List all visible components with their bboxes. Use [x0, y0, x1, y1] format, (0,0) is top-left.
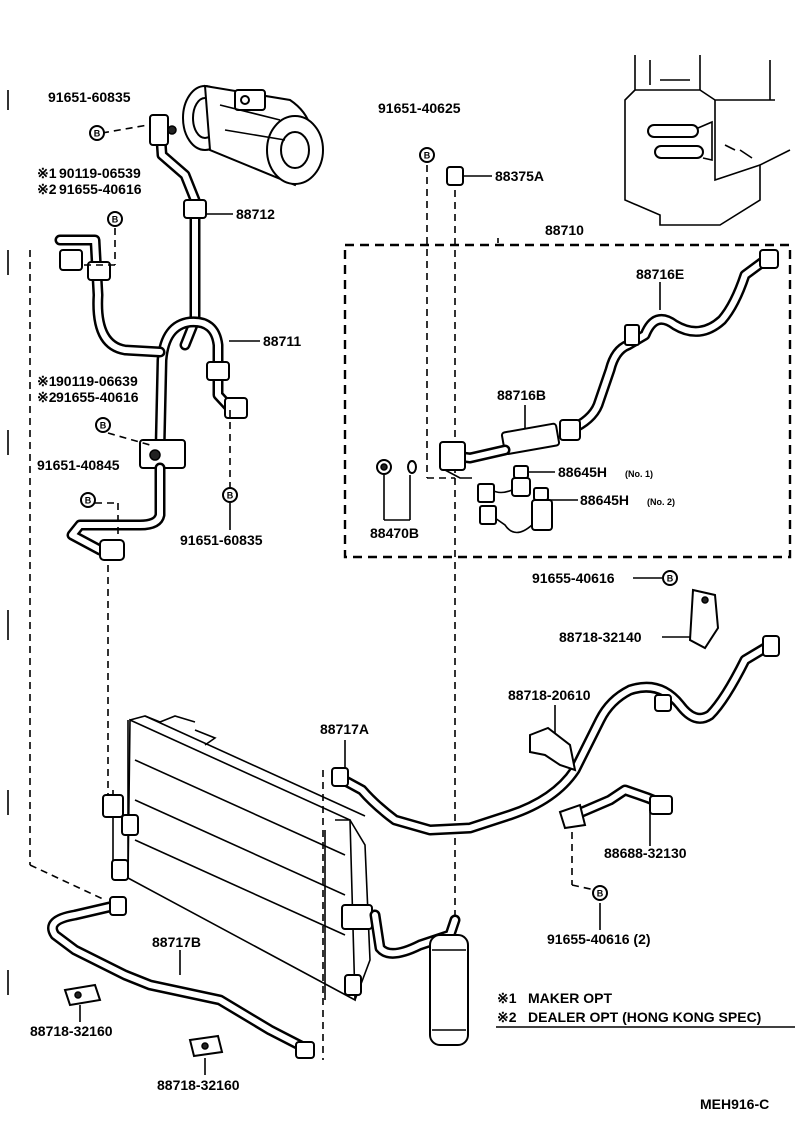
label-88375A: 88375A	[495, 168, 544, 184]
tube-lower-left	[66, 462, 166, 561]
part-88470B	[376, 459, 417, 475]
legend-maker-text: MAKER OPT	[528, 990, 612, 1006]
part-labels: 91651-60835 88712 ※1 90119-06539 ※2 9165…	[30, 89, 687, 1093]
bolt-symbol: B	[95, 417, 111, 433]
label-88645H-no1-note: (No. 1)	[625, 469, 653, 479]
receiver-drier	[369, 909, 469, 1046]
switch-88645H-no2	[479, 487, 553, 534]
label-88688-32130: 88688-32130	[604, 845, 687, 861]
label-88711: 88711	[263, 333, 301, 349]
part-88688-32130	[558, 784, 673, 830]
bracket-88718-20610	[529, 726, 577, 772]
label-88470B: 88470B	[370, 525, 419, 541]
part-88716B	[439, 422, 561, 479]
label-90119-06539: 90119-06539	[59, 165, 141, 181]
label-88718-32160: 88718-32160	[157, 1077, 240, 1093]
tube-88717B	[47, 896, 315, 1059]
condenser	[102, 715, 373, 1002]
bracket-88718-32140	[688, 588, 720, 650]
legend-maker-mark: ※1	[497, 990, 517, 1006]
maker-opt-mark: ※1	[37, 373, 57, 389]
svg-text:B: B	[227, 491, 234, 501]
label-88710: 88710	[545, 222, 584, 238]
maker-opt-mark: ※1	[37, 165, 57, 181]
part-88375A	[446, 166, 464, 186]
legend-dealer-mark: ※2	[497, 1009, 517, 1025]
compressor-fitting	[149, 114, 169, 146]
label-88717B: 88717B	[152, 934, 201, 950]
tube-88717A	[331, 635, 780, 836]
svg-text:B: B	[85, 496, 92, 506]
dealer-opt-mark: ※2	[37, 389, 57, 405]
bolt-symbol: B	[107, 211, 123, 227]
label-91655-40616: 91655-40616	[59, 181, 142, 197]
bolt-symbol: B	[80, 492, 96, 508]
compressor	[182, 84, 324, 187]
bolt-symbol: B	[592, 885, 608, 901]
label-88645H-no2-note: (No. 2)	[647, 497, 675, 507]
clamp-88718-32160-a	[63, 983, 102, 1007]
label-91655-40616: 91655-40616	[56, 389, 139, 405]
hose-88712	[154, 119, 207, 351]
evaporator-unit	[624, 55, 791, 226]
bolt-symbol: B	[222, 487, 238, 503]
label-88718-32160: 88718-32160	[30, 1023, 113, 1039]
leader-lines	[29, 124, 596, 1060]
label-91655-40616-2: 91655-40616 (2)	[547, 931, 651, 947]
option-legend: ※1 MAKER OPT ※2 DEALER OPT (HONG KONG SP…	[496, 990, 795, 1028]
label-88645H-no2: 88645H	[580, 492, 629, 508]
svg-text:B: B	[667, 574, 674, 584]
label-91655-40616: 91655-40616	[532, 570, 615, 586]
figure-code: MEH916-C	[700, 1096, 769, 1112]
svg-text:B: B	[100, 421, 107, 431]
label-91651-40625: 91651-40625	[378, 100, 461, 116]
svg-text:B: B	[597, 889, 604, 899]
label-88716B: 88716B	[497, 387, 546, 403]
svg-text:B: B	[94, 129, 101, 139]
label-88645H-no1: 88645H	[558, 464, 607, 480]
label-90119-06639: 90119-06639	[56, 373, 138, 389]
label-91651-60835: 91651-60835	[180, 532, 263, 548]
svg-text:B: B	[424, 151, 431, 161]
bolt-symbol: B	[89, 125, 105, 141]
fitting-bolt	[167, 125, 177, 135]
legend-dealer-text: DEALER OPT (HONG KONG SPEC)	[528, 1009, 761, 1025]
label-88716E: 88716E	[636, 266, 684, 282]
svg-text:B: B	[112, 215, 119, 225]
label-88717A: 88717A	[320, 721, 369, 737]
bolt-symbol: B	[662, 570, 678, 586]
switch-88645H-no1	[477, 465, 531, 503]
label-88718-32140: 88718-32140	[559, 629, 642, 645]
hose-88711	[54, 234, 248, 469]
assembly-88710-box	[343, 243, 792, 559]
label-88718-20610: 88718-20610	[508, 687, 591, 703]
label-91651-40845: 91651-40845	[37, 457, 120, 473]
label-88712: 88712	[236, 206, 275, 222]
dealer-opt-mark: ※2	[37, 181, 57, 197]
bolt-symbol: B	[419, 147, 435, 163]
callout-lines	[79, 175, 693, 1075]
tube-88716E	[559, 249, 779, 441]
label-91651-60835: 91651-60835	[48, 89, 131, 105]
clamp-88718-32160-b	[188, 1034, 224, 1058]
